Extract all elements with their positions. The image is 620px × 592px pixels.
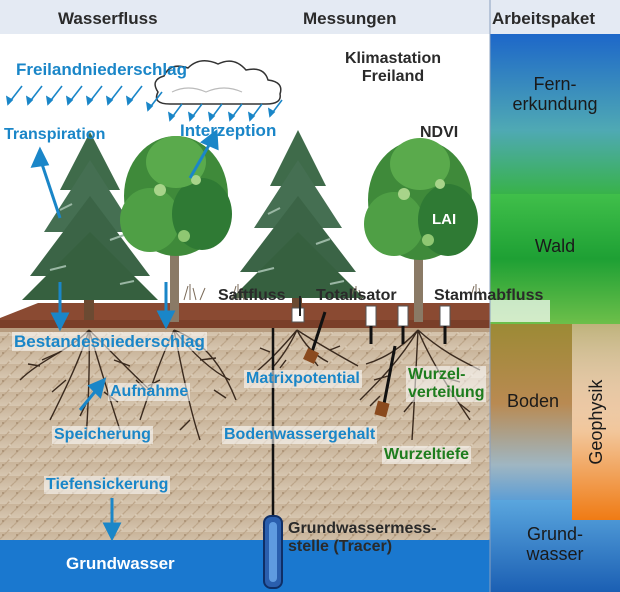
work-package-column	[490, 34, 620, 592]
spruce-tree-icon	[232, 130, 364, 322]
label-aufnahme: Aufnahme	[108, 383, 191, 401]
header-band	[0, 0, 620, 34]
label-wurzelverteilung: Wurzel- verteilung	[406, 366, 487, 402]
label-interzeption: Interzeption	[180, 121, 277, 140]
groundwater-band	[0, 540, 490, 592]
spruce-tree-icon	[22, 132, 158, 320]
label-ndvi: NDVI	[420, 124, 459, 141]
well-pipe-icon	[263, 328, 283, 589]
label-geophysik: Geophysik	[585, 379, 606, 465]
label-wurzelverteilung-line2: verteilung	[408, 383, 485, 401]
label-freilandniederschlag: Freilandniederschlag	[16, 60, 187, 79]
label-grundwasser-ap: Grund- wasser	[490, 524, 620, 564]
label-fernerkundung-line1: Fern-	[533, 74, 577, 94]
label-klimastation-line2: Freiland	[361, 67, 425, 85]
label-bodenwassergehalt: Bodenwassergehalt	[222, 426, 378, 444]
label-matrixpotential: Matrixpotential	[244, 370, 362, 388]
label-klimastation-line1: Klimastation	[344, 50, 441, 67]
label-grundwassermessstelle-line1: Grundwassermess-	[288, 520, 437, 537]
label-stammabfluss: Stammabfluss	[434, 287, 544, 304]
label-tiefensickerung: Tiefensickerung	[44, 476, 171, 494]
label-grundwassermessstelle: Grundwassermess- stelle (Tracer)	[288, 520, 437, 556]
label-wald: Wald	[534, 236, 576, 256]
label-fernerkundung-line2: erkundung	[512, 94, 598, 115]
rain-arrows-icon	[5, 85, 283, 122]
label-transpiration: Transpiration	[4, 126, 106, 143]
sensor-icon	[291, 305, 451, 418]
label-fernerkundung: Fern- erkundung	[490, 74, 620, 114]
cloud-icon	[154, 60, 282, 105]
label-grundwasser: Grundwasser	[66, 554, 175, 573]
label-boden: Boden	[506, 391, 560, 411]
flow-arrows	[30, 129, 219, 542]
shrub-icon	[183, 284, 483, 301]
label-grundwassermessstelle-line2: stelle (Tracer)	[288, 537, 393, 555]
deciduous-tree-icon	[120, 136, 232, 322]
label-grundwasser-ap-line2: wasser	[526, 544, 584, 565]
deciduous-tree-icon	[364, 138, 478, 322]
label-klimastation: Klimastation Freiland	[338, 50, 448, 86]
label-grundwasser-ap-line1: Grund-	[526, 524, 584, 544]
header-wasserfluss: Wasserfluss	[58, 9, 158, 28]
label-wurzeltiefe: Wurzeltiefe	[382, 446, 472, 464]
header-messungen: Messungen	[303, 9, 397, 28]
label-totalisator: Totalisator	[316, 287, 397, 304]
label-lai: LAI	[432, 211, 457, 228]
label-wurzelverteilung-line1: Wurzel-	[408, 366, 466, 383]
header-arbeitspaket: Arbeitspaket	[492, 9, 595, 28]
label-bestandesniederschlag: Bestandesniederschlag	[12, 332, 207, 352]
label-speicherung: Speicherung	[52, 426, 153, 444]
label-saftfluss: Saftfluss	[218, 287, 286, 304]
